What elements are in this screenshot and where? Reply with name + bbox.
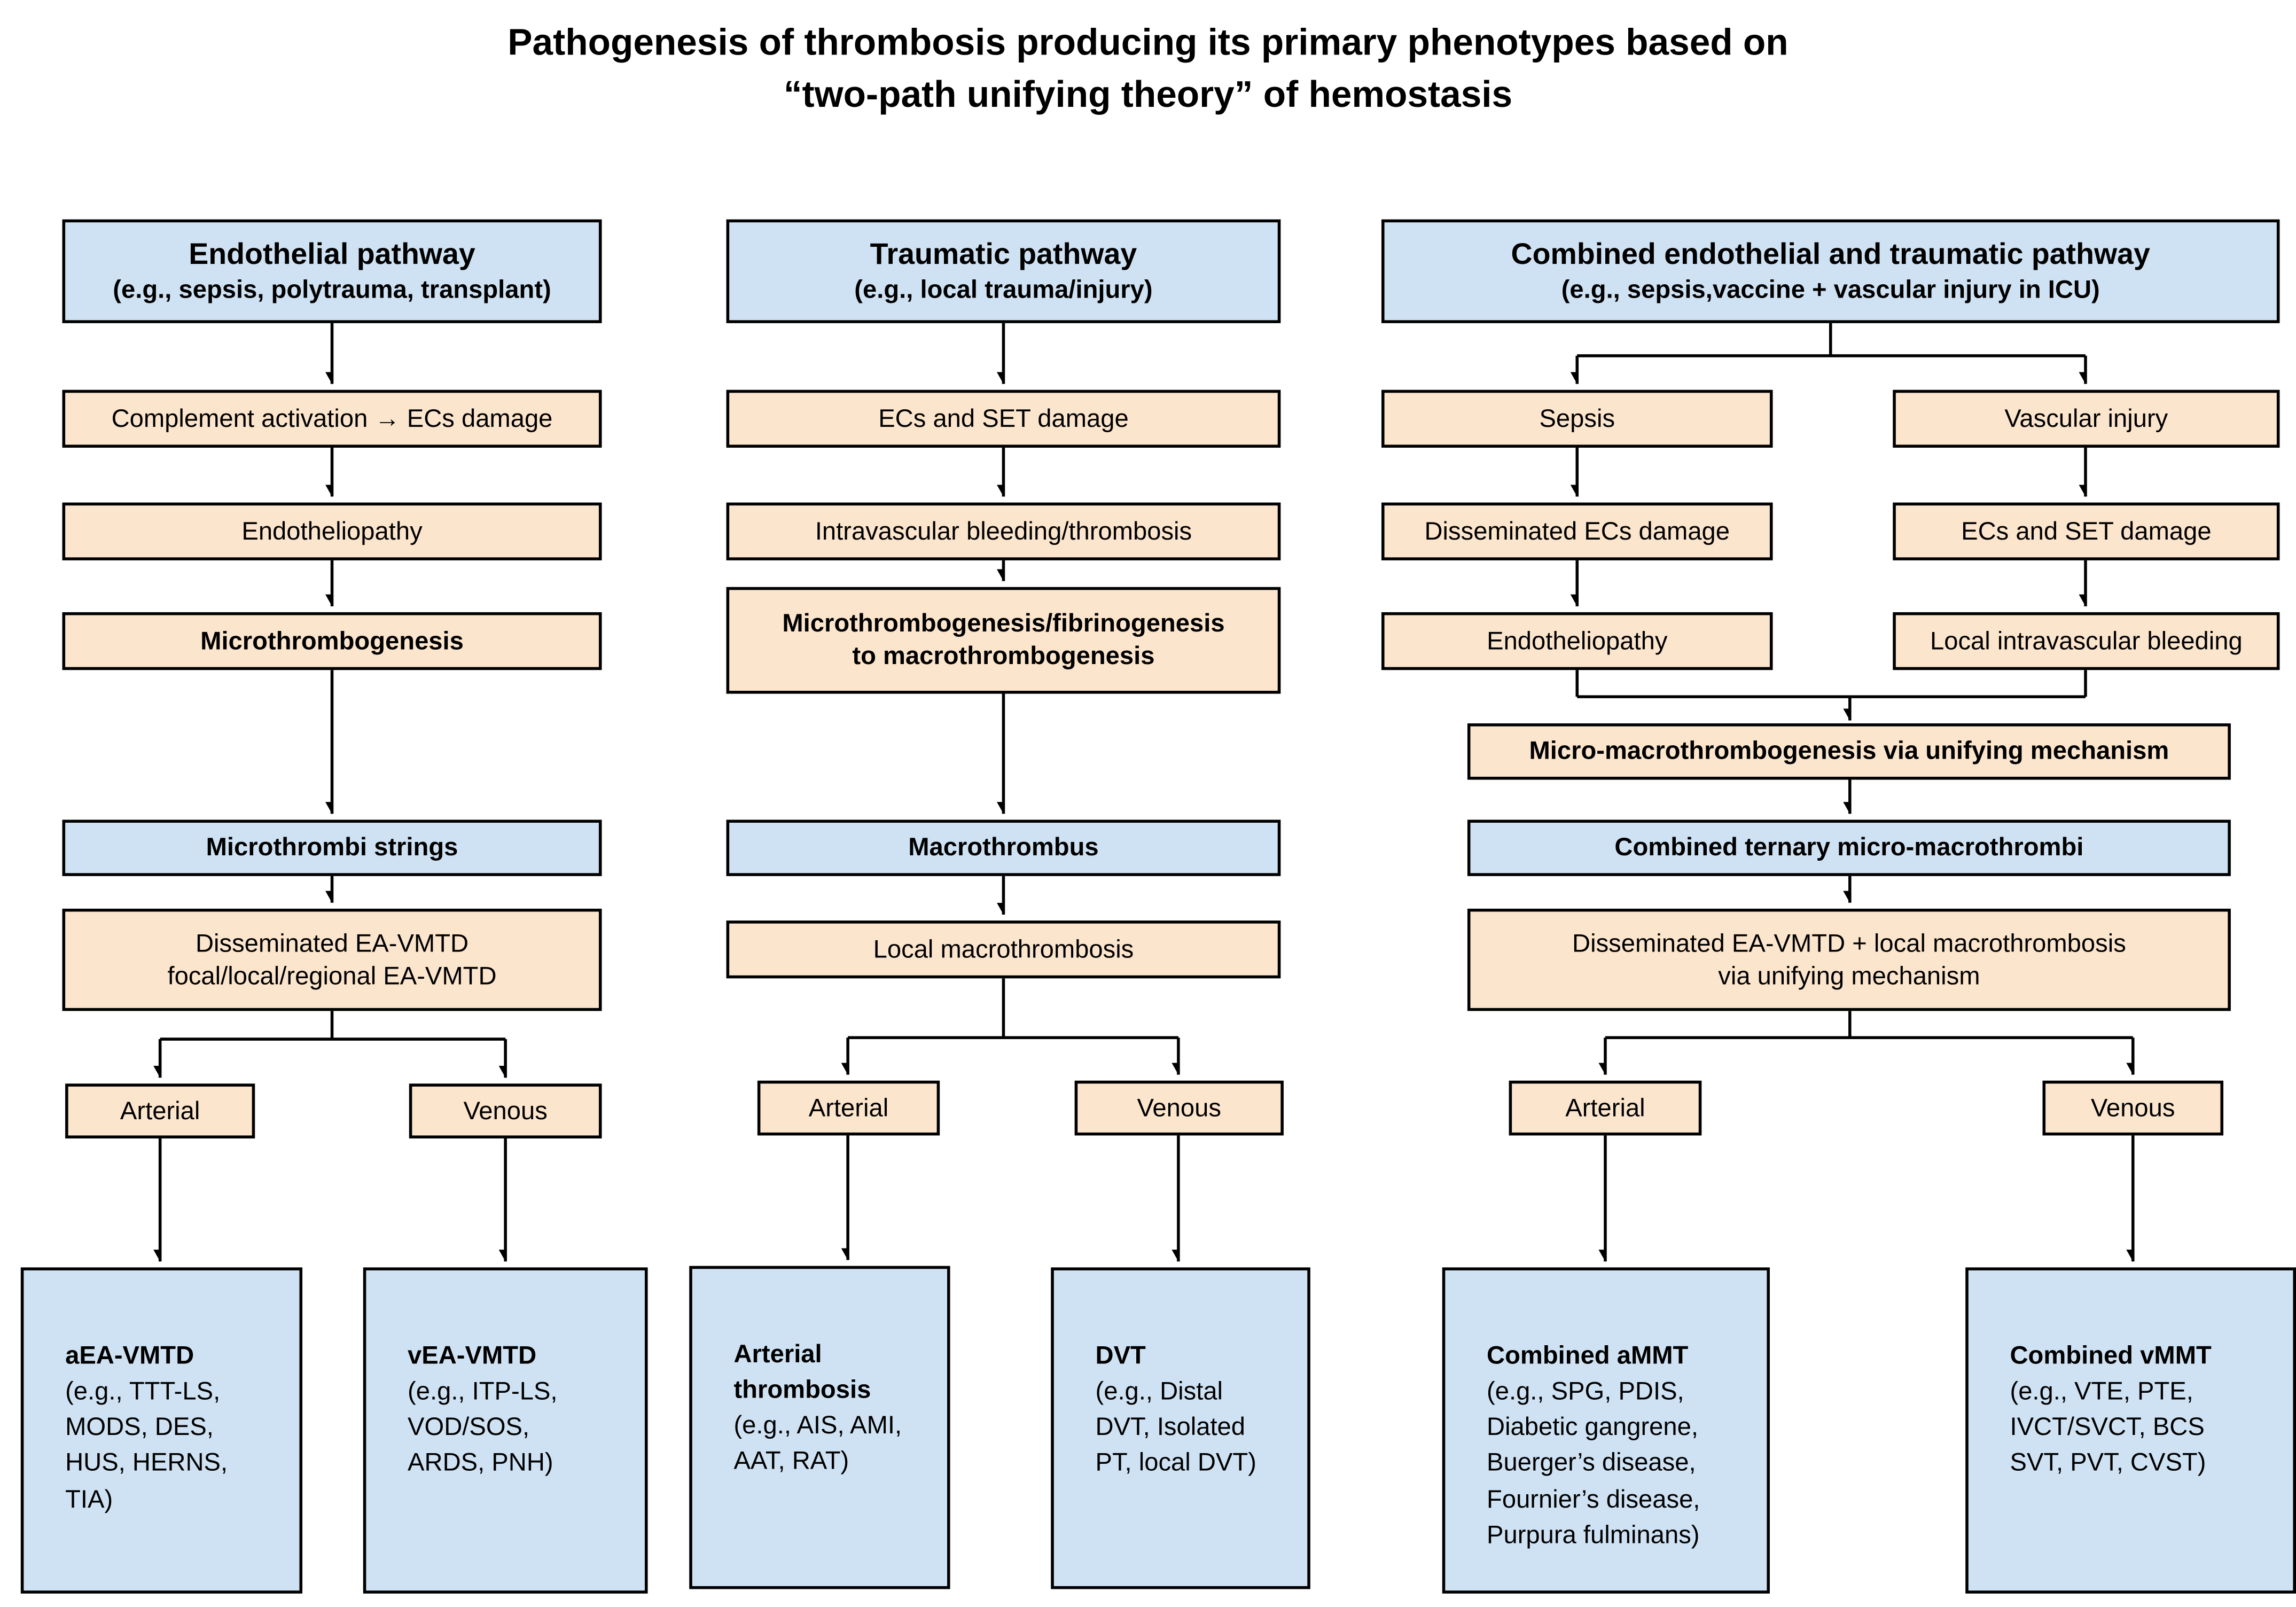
node-vascular-injury: Vascular injury xyxy=(1893,389,2280,448)
node-micro-macrothrombogenesis: Micro-macrothrombogenesis via unifying m… xyxy=(1467,723,2231,780)
node-disseminated-plus-local: Disseminated EA-VMTD + local macrothromb… xyxy=(1467,908,2231,1011)
node-endothelial-arterial: Arterial xyxy=(65,1083,255,1138)
node-microthrombi-strings: Microthrombi strings xyxy=(62,820,602,876)
c3-branch-stem xyxy=(1605,1011,2133,1040)
node-combined-ammt: Combined aMMT (e.g., SPG, PDIS, Diabetic… xyxy=(1442,1267,1770,1594)
node-complement-activation: Complement activation → ECs damage xyxy=(62,389,602,448)
combined-vmmt-title: Combined vMMT xyxy=(2010,1341,2212,1370)
endothelial-header: Endothelial pathway (e.g., sepsis, polyt… xyxy=(62,219,602,323)
node-traumatic-venous: Venous xyxy=(1074,1080,1284,1136)
node-intravascular-bleeding: Intravascular bleeding/thrombosis xyxy=(726,502,1281,560)
node-endothelial-venous: Venous xyxy=(409,1083,602,1138)
combined-header: Combined endothelial and traumatic pathw… xyxy=(1381,219,2280,323)
node-local-intravascular-bleeding: Local intravascular bleeding xyxy=(1893,612,2280,670)
endothelial-header-title: Endothelial pathway xyxy=(189,238,475,271)
page-title: Pathogenesis of thrombosis producing its… xyxy=(0,18,2296,121)
dvt-title: DVT xyxy=(1095,1341,1146,1370)
traumatic-header-title: Traumatic pathway xyxy=(870,238,1137,271)
node-combined-ternary: Combined ternary micro-macrothrombi xyxy=(1467,820,2231,876)
node-disseminated-ea-vmtd: Disseminated EA-VMTD focal/local/regiona… xyxy=(62,908,602,1011)
node-arterial-thrombosis: Arterial thrombosis (e.g., AIS, AMI, AAT… xyxy=(689,1266,950,1589)
c3-merge-stem xyxy=(1575,670,2087,698)
node-combined-vmmt: Combined vMMT (e.g., VTE, PTE, IVCT/SVCT… xyxy=(1965,1267,2296,1594)
arterial-thrombosis-title: Arterial thrombosis xyxy=(733,1340,871,1404)
vea-vmtd-examples: (e.g., ITP-LS, VOD/SOS, ARDS, PNH) xyxy=(408,1377,558,1477)
c3-top-branch-stem xyxy=(1577,323,2086,357)
node-combined-venous: Venous xyxy=(2042,1080,2224,1136)
node-combined-arterial: Arterial xyxy=(1509,1080,1702,1136)
page-title-line2: “two-path unifying theory” of hemostasis xyxy=(783,74,1513,116)
node-microthrombogenesis: Microthrombogenesis xyxy=(62,612,602,670)
node-traumatic-arterial: Arterial xyxy=(757,1080,940,1136)
node-micro-fibrinogenesis: Microthrombogenesis/fibrinogenesis to ma… xyxy=(726,587,1281,694)
node-ecs-set-damage: ECs and SET damage xyxy=(726,389,1281,448)
vea-vmtd-title: vEA-VMTD xyxy=(408,1341,537,1370)
node-aea-vmtd: aEA-VMTD (e.g., TTT-LS, MODS, DES, HUS, … xyxy=(20,1267,303,1594)
page-title-line1: Pathogenesis of thrombosis producing its… xyxy=(507,22,1789,64)
endothelial-header-subtitle: (e.g., sepsis, polytrauma, transplant) xyxy=(113,275,551,304)
c2-branch-stem xyxy=(848,978,1178,1040)
combined-ammt-title: Combined aMMT xyxy=(1487,1341,1689,1370)
combined-vmmt-examples: (e.g., VTE, PTE, IVCT/SVCT, BCS SVT, PVT… xyxy=(2010,1377,2206,1477)
node-disseminated-ecs-damage: Disseminated ECs damage xyxy=(1381,502,1773,560)
c1-branch-stem xyxy=(160,1011,506,1041)
arterial-thrombosis-examples: (e.g., AIS, AMI, AAT, RAT) xyxy=(733,1411,902,1476)
node-vea-vmtd: vEA-VMTD (e.g., ITP-LS, VOD/SOS, ARDS, P… xyxy=(363,1267,648,1594)
combined-header-title: Combined endothelial and traumatic pathw… xyxy=(1511,238,2150,271)
node-sepsis: Sepsis xyxy=(1381,389,1773,448)
node-endotheliopathy: Endotheliopathy xyxy=(62,502,602,560)
dvt-examples: (e.g., Distal DVT, Isolated PT, local DV… xyxy=(1095,1377,1256,1477)
combined-header-subtitle: (e.g., sepsis,vaccine + vascular injury … xyxy=(1561,275,2100,304)
node-combined-endotheliopathy: Endotheliopathy xyxy=(1381,612,1773,670)
node-macrothrombus: Macrothrombus xyxy=(726,820,1281,876)
aea-vmtd-title: aEA-VMTD xyxy=(65,1341,194,1370)
node-combined-ecs-set-damage: ECs and SET damage xyxy=(1893,502,2280,560)
traumatic-header-subtitle: (e.g., local trauma/injury) xyxy=(854,275,1153,304)
combined-ammt-examples: (e.g., SPG, PDIS, Diabetic gangrene, Bue… xyxy=(1487,1377,1700,1549)
traumatic-header: Traumatic pathway (e.g., local trauma/in… xyxy=(726,219,1281,323)
node-dvt: DVT (e.g., Distal DVT, Isolated PT, loca… xyxy=(1051,1267,1310,1589)
node-local-macrothrombosis: Local macrothrombosis xyxy=(726,920,1281,979)
aea-vmtd-examples: (e.g., TTT-LS, MODS, DES, HUS, HERNS, TI… xyxy=(65,1377,228,1513)
